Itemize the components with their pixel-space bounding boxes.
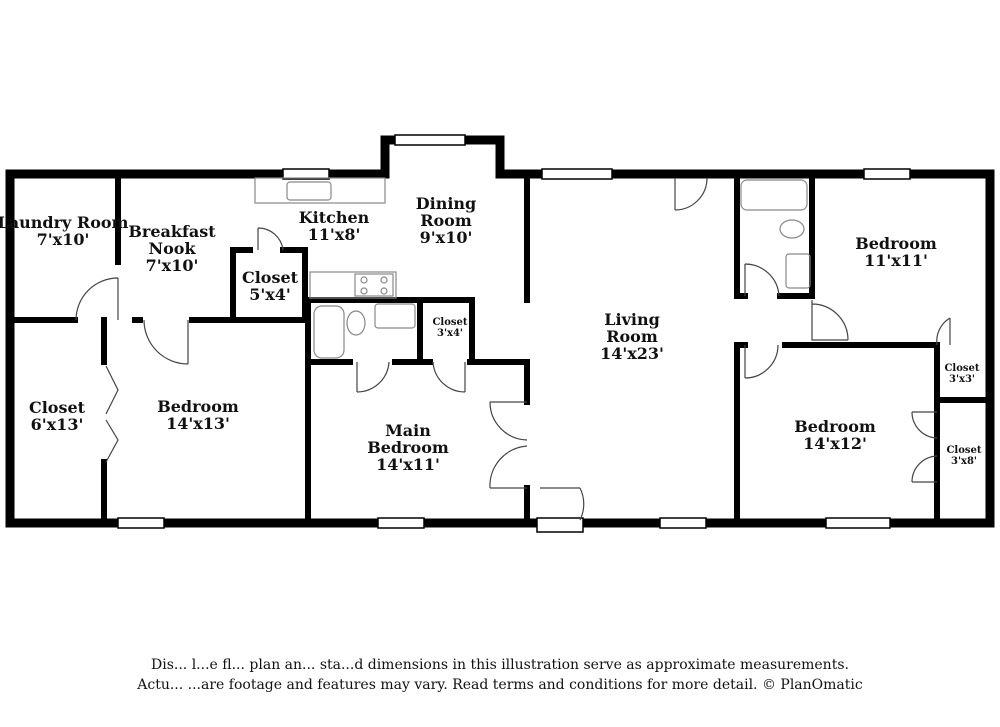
fixtures [254, 177, 811, 359]
room-dimensions: 14'x13' [166, 413, 230, 433]
windows [117, 134, 911, 533]
bathtub-icon [313, 305, 345, 359]
room-bedroom-ne: Bedroom 11'x11' [855, 234, 937, 270]
toilet-icon [346, 310, 366, 336]
room-closet-hall: Closet 5'x4' [241, 268, 299, 304]
doors [75, 177, 951, 521]
room-laundry: Laundry Room 7'x10' [0, 213, 129, 249]
room-dimensions: 5'x4' [249, 284, 291, 304]
room-name: Bedroom [855, 234, 937, 253]
room-closet-main: Closet 3'x4' [432, 317, 468, 339]
room-dimensions: 7'x10' [145, 255, 199, 275]
kitchen-counter [254, 177, 386, 204]
room-closet-e1: Closet 3'x3' [944, 363, 980, 385]
bath-sink-icon-2 [785, 253, 811, 289]
kitchen-sink-icon [286, 181, 332, 201]
room-name: Living Room [604, 310, 660, 346]
room-name: Closet [432, 317, 468, 328]
room-dimensions: 3'x3' [948, 373, 976, 385]
room-bedroom-se: Bedroom 14'x12' [794, 417, 876, 453]
exterior-walls [5, 135, 995, 528]
room-name: Bedroom [157, 397, 239, 416]
room-name: Dining Room [415, 194, 477, 230]
interior-walls [10, 175, 990, 523]
bath-sink-icon [374, 303, 416, 329]
bathtub-icon-2 [740, 179, 808, 211]
disclaimer-line-2: Actu... ...are footage and features may … [137, 677, 863, 693]
room-kitchen: Kitchen 11'x8' [298, 208, 370, 244]
room-dimensions: 6'x13' [30, 414, 84, 434]
room-closet-e2: Closet 3'x8' [946, 445, 982, 467]
room-dimensions: 14'x11' [376, 454, 440, 474]
room-dining: Dining Room 9'x10' [406, 194, 486, 247]
room-dimensions: 3'x4' [436, 327, 464, 339]
room-breakfast-nook: Breakfast Nook 7'x10' [122, 222, 222, 275]
room-dimensions: 11'x11' [864, 250, 928, 270]
room-name: Bedroom [794, 417, 876, 436]
room-dimensions: 9'x10' [419, 227, 473, 247]
stove-icon [354, 273, 394, 297]
room-dimensions: 3'x8' [950, 455, 978, 467]
room-dimensions: 7'x10' [36, 229, 90, 249]
room-name: Closet [946, 445, 982, 456]
room-closet-west: Closet 6'x13' [28, 398, 86, 434]
kitchen-range-counter [309, 271, 397, 299]
room-dimensions: 14'x23' [600, 343, 664, 363]
room-name: Kitchen [298, 208, 370, 227]
room-name: Breakfast Nook [128, 222, 216, 258]
room-name: Closet [944, 363, 980, 374]
room-main-bedroom: Main Bedroom 14'x11' [358, 421, 458, 474]
disclaimer-line-1: Dis... l...e fl... plan an... sta...d di… [151, 657, 849, 673]
room-name: Closet [28, 398, 86, 417]
room-name: Laundry Room [0, 213, 129, 232]
room-dimensions: 11'x8' [307, 224, 361, 244]
room-name: Closet [241, 268, 299, 287]
room-bedroom-west: Bedroom 14'x13' [157, 397, 239, 433]
room-living: Living Room 14'x23' [587, 310, 677, 363]
room-name: Main Bedroom [367, 421, 449, 457]
room-dimensions: 14'x12' [803, 433, 867, 453]
toilet-icon-2 [779, 219, 805, 239]
